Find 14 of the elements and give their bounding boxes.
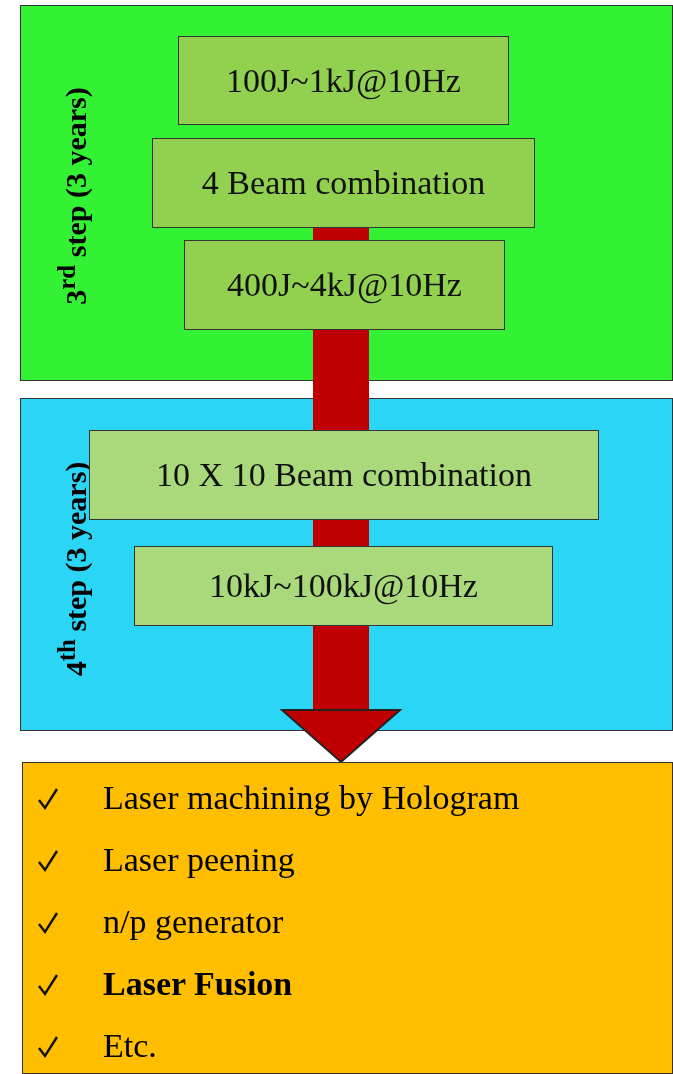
list-item: Laser machining by Hologram xyxy=(103,779,520,817)
stage-panel xyxy=(20,398,673,731)
block-arrow xyxy=(281,626,401,763)
list-item: Etc. xyxy=(103,1027,157,1065)
spec-box: 4 Beam combination xyxy=(152,138,535,228)
spec-box: 10kJ~100kJ@10Hz xyxy=(134,546,553,626)
spec-box: 100J~1kJ@10Hz xyxy=(178,36,509,125)
spec-box: 400J~4kJ@10Hz xyxy=(184,240,505,330)
stage-panel xyxy=(20,5,673,381)
list-item: Laser Fusion xyxy=(103,965,293,1003)
list-item: n/p generator xyxy=(103,903,284,941)
applications-panel xyxy=(22,762,673,1074)
spec-box: 10 X 10 Beam combination xyxy=(89,430,599,520)
list-item: Laser peening xyxy=(103,841,295,879)
